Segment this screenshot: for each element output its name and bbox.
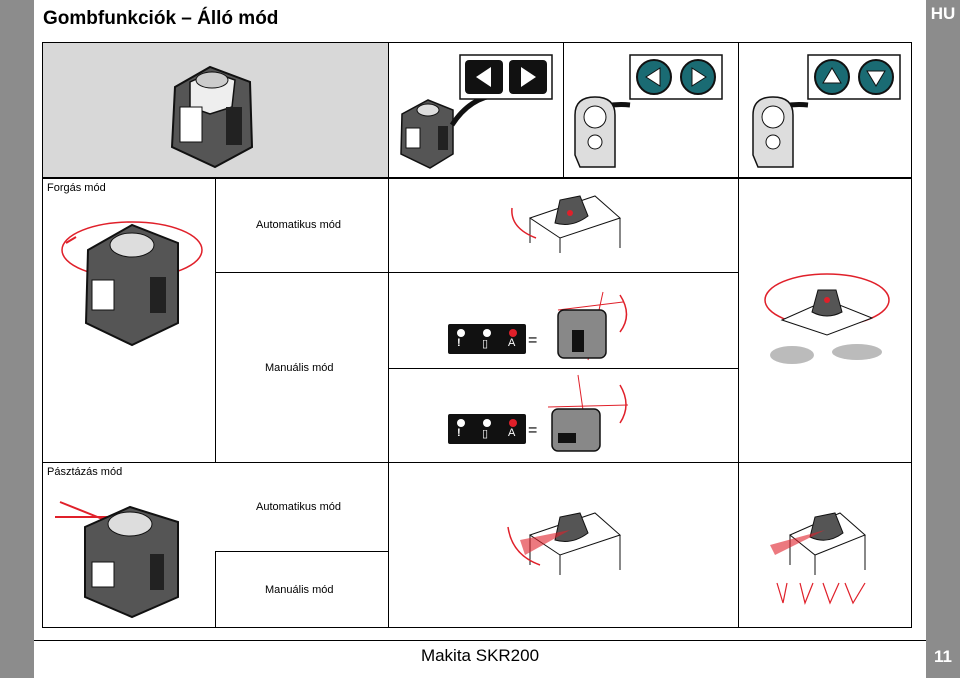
column-divider [563, 43, 564, 177]
rotation-mode-device-illustration [61, 221, 203, 347]
warning-symbol: ! [457, 427, 461, 439]
equals-symbol: = [528, 332, 538, 349]
tilt-device-lower-illustration [547, 374, 629, 452]
language-tab: HU [930, 4, 956, 23]
right-sidebar-bar [926, 0, 960, 678]
rotation-manual-label: Manuális mód [265, 362, 334, 374]
column-divider [738, 43, 739, 177]
row-divider [215, 551, 388, 552]
indicator-panel-lower [448, 414, 526, 444]
hare-icon [832, 344, 882, 360]
rotation-auto-head-illustration [511, 195, 621, 253]
function-table [42, 42, 912, 628]
column-divider [738, 179, 739, 628]
rotation-auto-label: Automatikus mód [256, 219, 341, 231]
scan-mode-device-illustration [55, 501, 179, 619]
scan-manual-label: Manuális mód [265, 584, 334, 596]
equals-symbol: = [528, 422, 538, 439]
remote-control-up-down [752, 54, 901, 168]
tilt-device-upper-illustration [557, 291, 628, 361]
scan-auto-label: Automatikus mód [256, 501, 341, 513]
rotation-speed-illustration [764, 273, 890, 364]
row-divider [43, 177, 912, 179]
turtle-icon [770, 346, 814, 364]
indicator-panel-upper [448, 324, 526, 354]
left-sidebar-bar [0, 0, 34, 678]
rotation-mode-label: Forgás mód [47, 182, 106, 194]
tilt-symbol: A [508, 337, 516, 349]
device-button-panel [449, 54, 553, 127]
laser-device-small-illustration [400, 99, 454, 169]
warning-symbol: ! [457, 337, 461, 349]
scan-width-illustration [770, 512, 866, 605]
row-divider [43, 462, 912, 463]
footer-product-name: Makita SKR200 [420, 646, 540, 665]
laser-device-illustration [170, 65, 254, 169]
battery-symbol: ▯ [482, 428, 489, 440]
row-divider [388, 368, 738, 369]
row-divider [215, 272, 738, 273]
page-title: Gombfunkciók – Álló mód [43, 8, 279, 29]
page-number: 11 [934, 647, 952, 666]
remote-control-left-right [574, 54, 723, 168]
scan-auto-head-illustration [507, 512, 621, 575]
column-divider [388, 43, 389, 628]
column-divider [215, 551, 216, 628]
battery-symbol: ▯ [482, 338, 489, 350]
scan-mode-label: Pásztázás mód [47, 466, 123, 478]
tilt-symbol: A [508, 427, 516, 439]
column-divider [215, 179, 216, 462]
footer-divider [34, 640, 926, 641]
